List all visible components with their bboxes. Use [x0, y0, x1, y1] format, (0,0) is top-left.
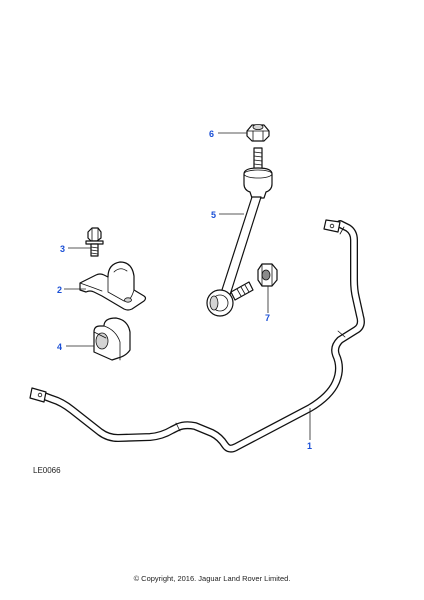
copyright-notice: © Copyright, 2016. Jaguar Land Rover Lim… [133, 574, 291, 583]
callout-2: 2 [57, 285, 62, 295]
bush-clamp [79, 261, 147, 311]
callout-5: 5 [211, 210, 216, 220]
stabilizer-bush [93, 317, 131, 361]
link-top-nut [246, 124, 270, 142]
callout-4: 4 [57, 342, 62, 352]
drop-link [206, 147, 273, 317]
callout-1: 1 [307, 441, 312, 451]
callout-7: 7 [265, 313, 270, 323]
link-lower-nut [257, 263, 278, 287]
diagram-reference-code: LE0066 [33, 466, 61, 475]
callout-3: 3 [60, 244, 65, 254]
stabilizer-bar [29, 219, 365, 453]
callout-6: 6 [209, 129, 214, 139]
clamp-bolt [85, 227, 104, 257]
